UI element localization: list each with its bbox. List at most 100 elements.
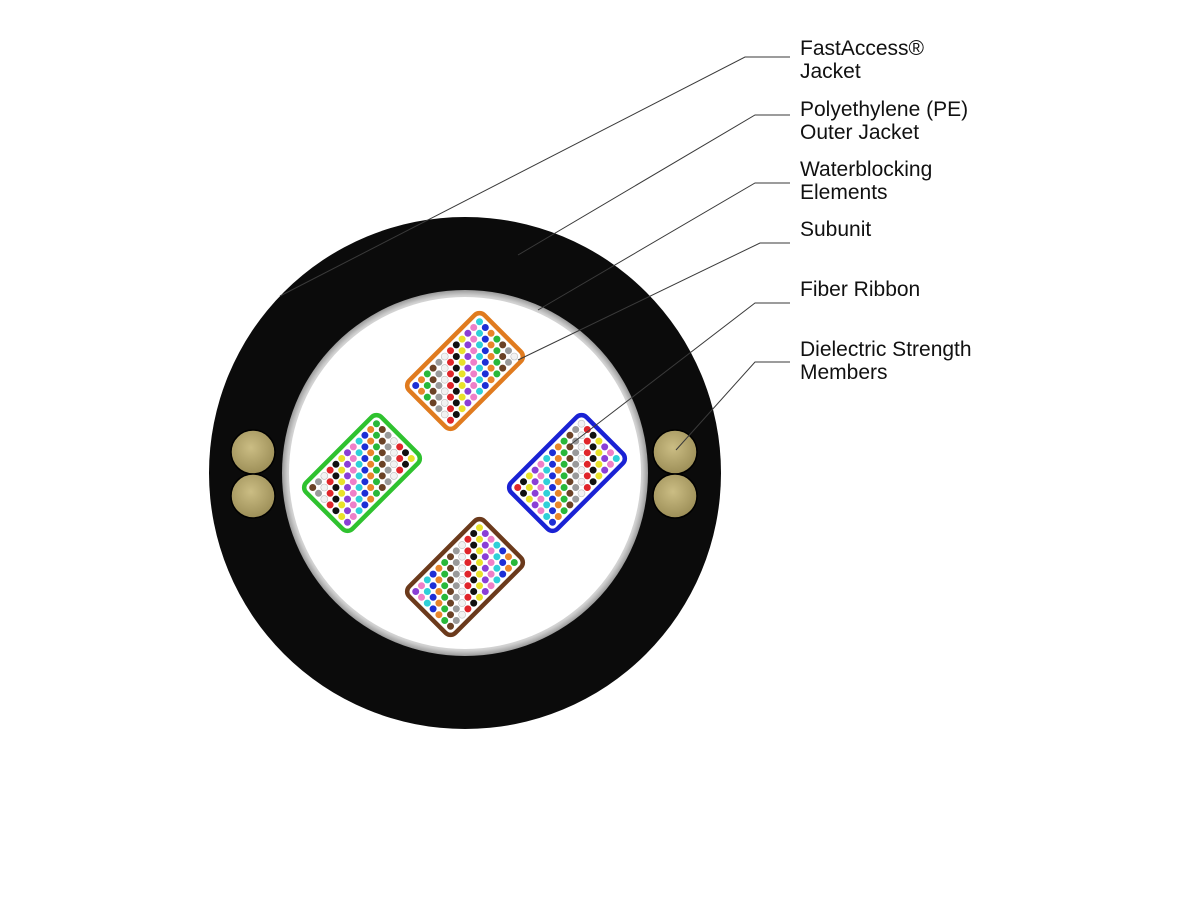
fiber (543, 455, 551, 463)
fiber (344, 460, 352, 468)
fiber (572, 426, 580, 434)
fiber (577, 489, 586, 498)
fiber (344, 449, 352, 457)
fiber (554, 501, 562, 509)
fiber (464, 593, 472, 601)
fiber (481, 576, 489, 584)
label-subunit: Subunit (800, 218, 871, 241)
fiber (577, 466, 586, 474)
fiber (504, 347, 512, 355)
fiber (458, 587, 466, 596)
fiber (447, 358, 455, 366)
fiber (470, 530, 478, 538)
leader-dielectric-strength-members (675, 361, 790, 451)
fiber (554, 512, 562, 520)
fiber-ribbon (435, 547, 507, 619)
fiber (452, 364, 460, 372)
fiber (493, 541, 501, 549)
fiber (423, 393, 431, 401)
fiber (452, 616, 460, 624)
fiber (458, 370, 466, 378)
fiber (344, 507, 352, 515)
fiber (418, 582, 426, 590)
fiber (487, 353, 495, 361)
fiber (525, 472, 533, 480)
subunit-tube (506, 412, 628, 534)
fiber (378, 483, 386, 491)
fiber (549, 495, 557, 503)
fiber (355, 437, 363, 445)
fiber (440, 352, 449, 361)
fiber (440, 387, 449, 396)
fiber (525, 495, 533, 503)
fiber (447, 347, 455, 355)
fiber (475, 570, 483, 578)
fiber (384, 443, 392, 451)
fiber (423, 599, 431, 607)
fiber (372, 431, 380, 439)
fiber (577, 454, 586, 463)
fiber (441, 605, 449, 613)
fiber (396, 455, 404, 463)
fiber (504, 358, 512, 366)
fiber (332, 507, 340, 515)
fiber (566, 489, 574, 497)
fiber (338, 455, 346, 463)
fiber (396, 466, 404, 474)
fiber (361, 455, 369, 463)
fiber (429, 605, 437, 613)
fiber (349, 501, 357, 509)
fiber (475, 559, 483, 567)
fiber (537, 460, 545, 468)
fiber (440, 410, 449, 419)
fiber (566, 455, 574, 463)
fiber (458, 564, 466, 573)
fiber (423, 587, 431, 595)
fiber (464, 364, 472, 372)
fiber (470, 599, 478, 607)
fiber (470, 587, 478, 595)
fiber (554, 443, 562, 451)
fiber (510, 352, 519, 361)
fiber (543, 466, 551, 474)
fiber (549, 483, 557, 491)
fiber (493, 564, 501, 572)
fiber (481, 530, 489, 538)
fiber (531, 489, 539, 497)
fiber (423, 381, 431, 389)
fiber (554, 478, 562, 486)
fiber (378, 472, 386, 480)
fiber (554, 466, 562, 474)
fiber (481, 324, 489, 332)
fiber-ribbon (543, 449, 614, 520)
fiber (384, 455, 392, 463)
fiber (412, 381, 420, 389)
fiber (470, 564, 478, 572)
fiber (435, 564, 443, 572)
fiber (349, 443, 357, 451)
fiber (367, 437, 375, 445)
fiber (440, 375, 449, 384)
fiber (320, 495, 329, 503)
subunit-tube (404, 310, 526, 432)
fiber (481, 553, 489, 561)
fiber (601, 466, 609, 474)
fiber-ribbon (441, 553, 512, 624)
fiber (355, 483, 363, 491)
fiber-ribbon (412, 524, 483, 595)
fiber (572, 472, 580, 480)
fiber (499, 570, 507, 578)
fiber (481, 541, 489, 549)
fiber (452, 387, 460, 395)
fiber (606, 460, 614, 468)
fiber (549, 460, 557, 468)
fiber (577, 477, 586, 486)
subunit-tube (404, 516, 526, 638)
fiber (435, 381, 443, 389)
fiber (487, 376, 495, 384)
fiber (361, 466, 369, 474)
fiber-ribbon (525, 431, 597, 503)
fiber (493, 335, 501, 343)
fiber (344, 472, 352, 480)
fiber (572, 483, 580, 491)
